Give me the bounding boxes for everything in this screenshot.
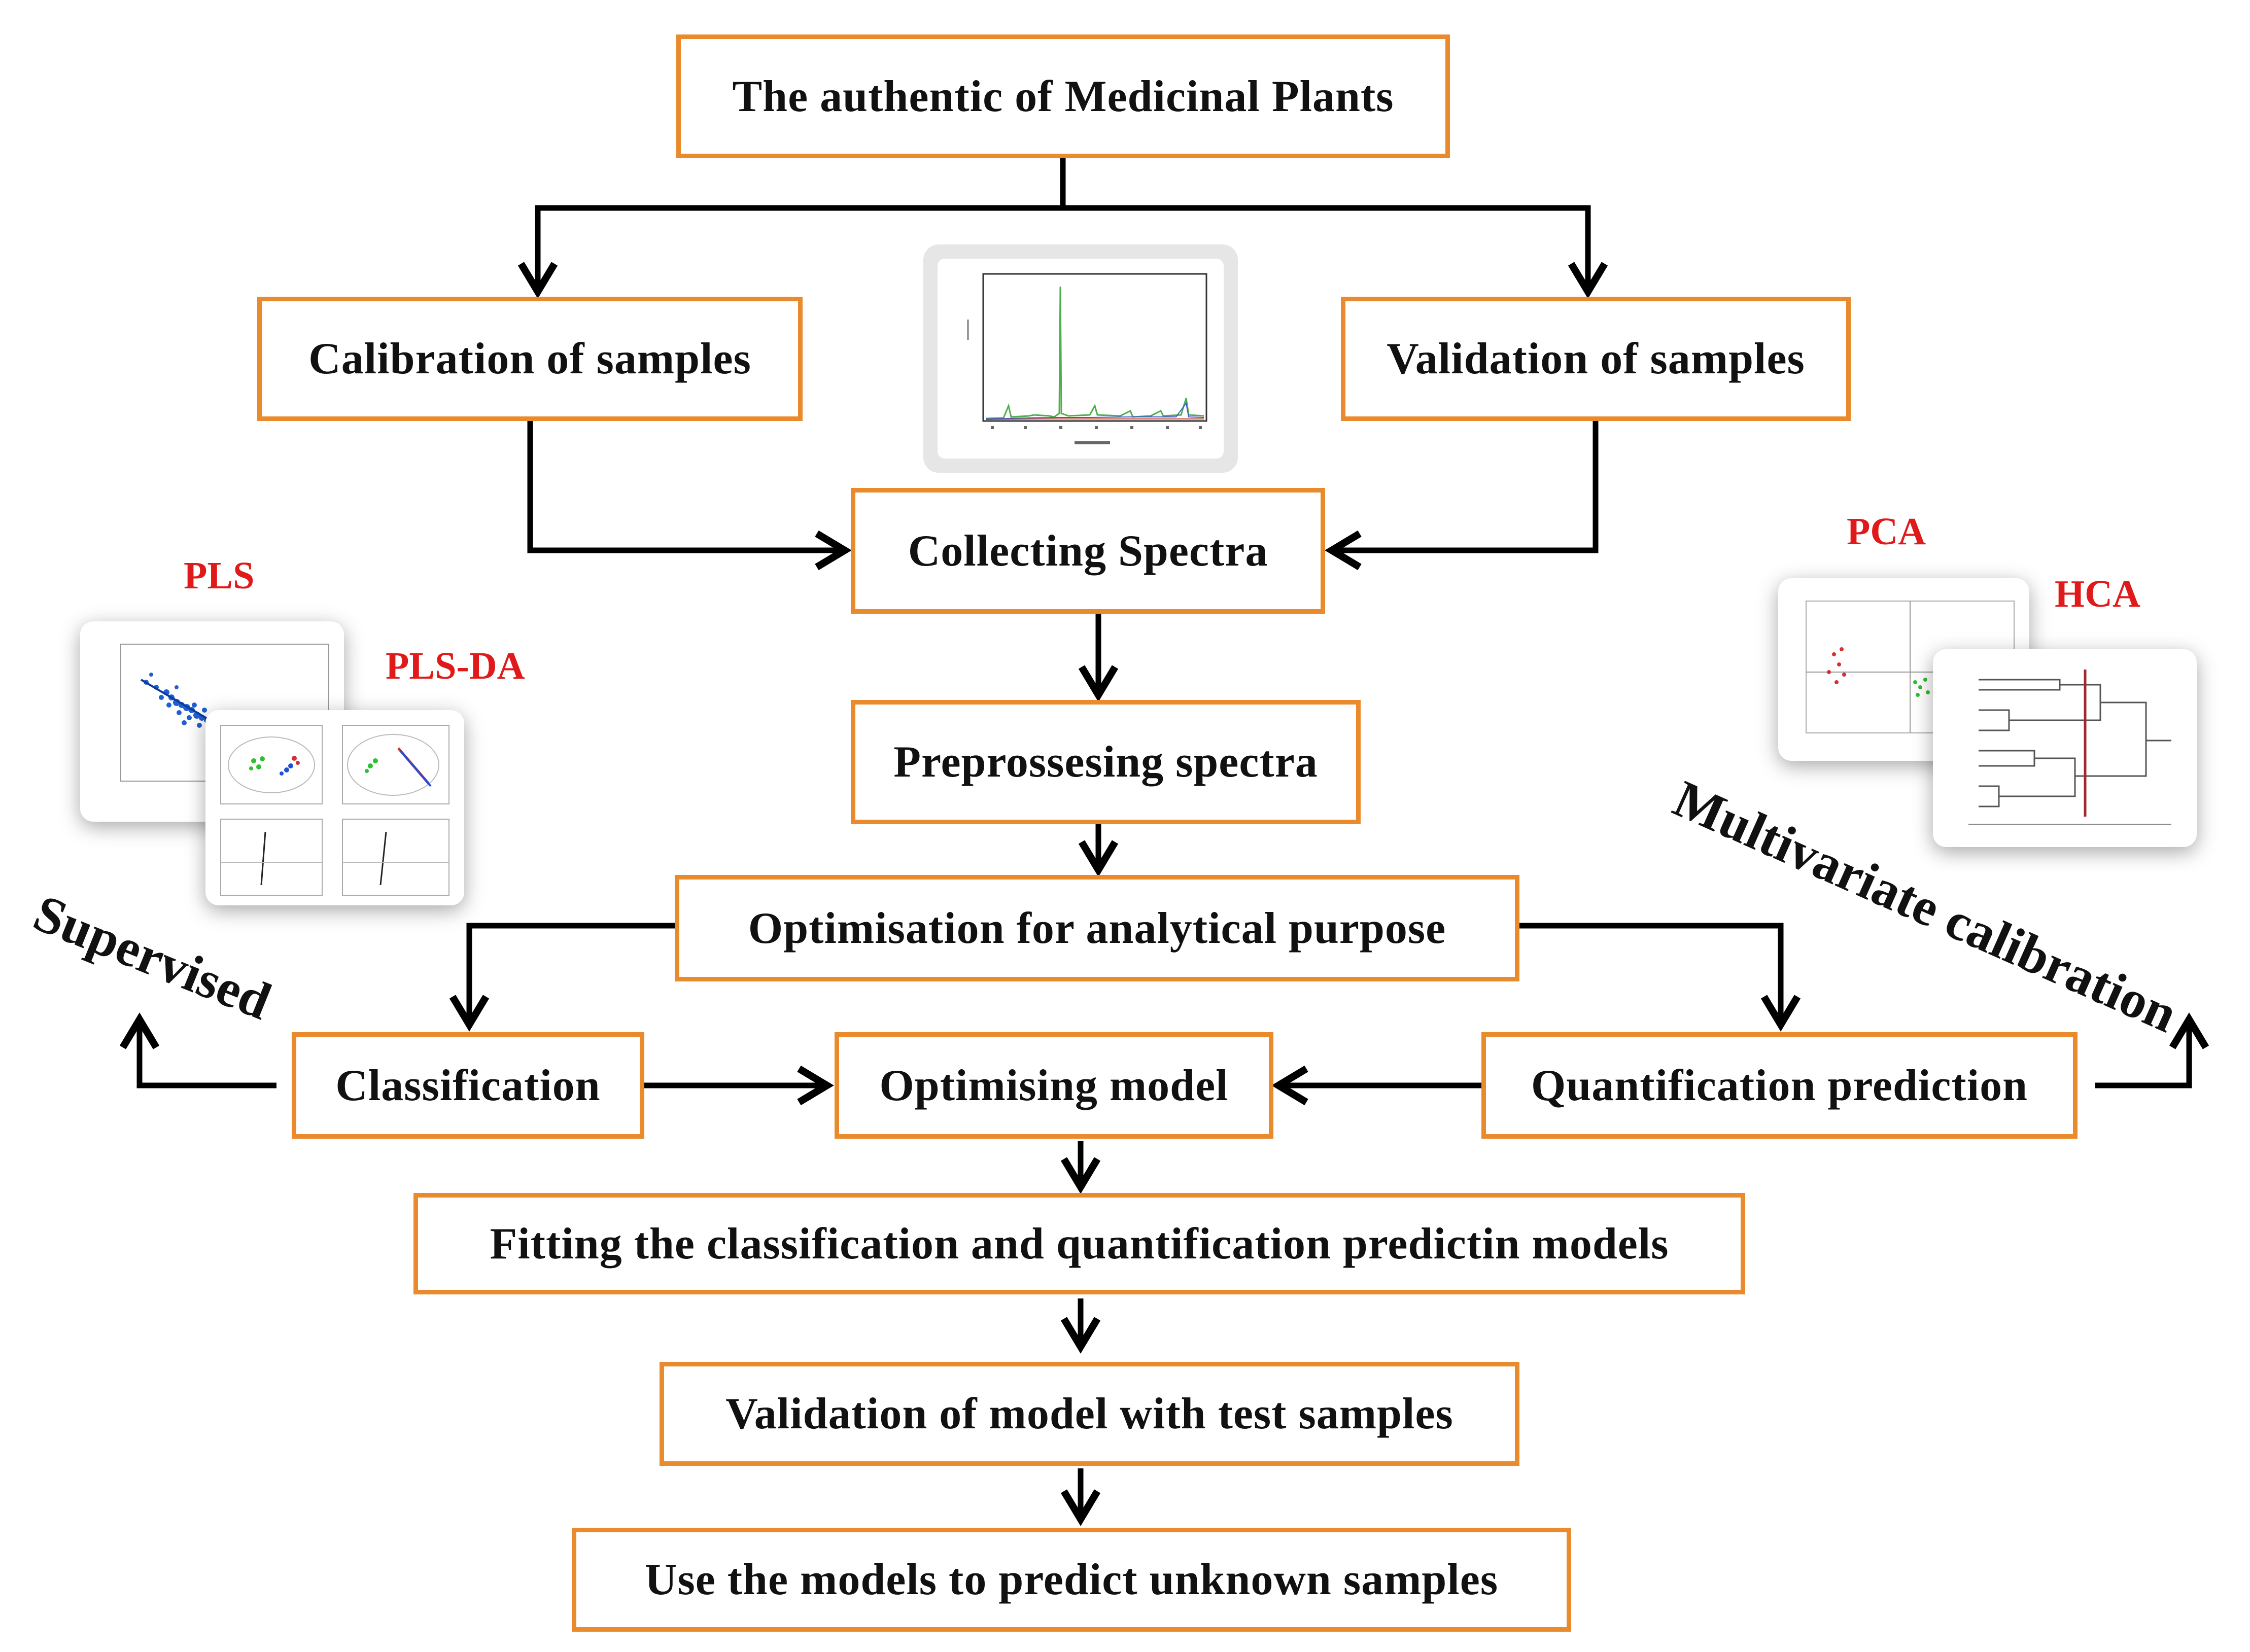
box-preprocessing-spectra: Preprossesing spectra <box>851 700 1361 824</box>
arrow-to-classification <box>449 923 677 1032</box>
box-fitting-models: Fitting the classification and quantific… <box>413 1193 1745 1294</box>
box-validation-of-samples: Validation of samples <box>1341 297 1851 421</box>
arrow-calibration-to-collecting <box>527 421 852 571</box>
box-optimising-model: Optimising model <box>835 1032 1273 1139</box>
arrow-to-validation <box>1063 205 1608 299</box>
arrow-to-quantification <box>1519 923 1801 1032</box>
arrow-to-supervised <box>119 1012 276 1088</box>
arrow-validation-to-collecting <box>1325 421 1599 571</box>
box-classification: Classification <box>292 1032 644 1139</box>
box-use-models-predict: Use the models to predict unknown sample… <box>572 1528 1571 1632</box>
arrow-to-multivariate <box>2095 1012 2209 1088</box>
hca-dendrogram-thumbnail <box>1933 649 2197 847</box>
box-optimisation-analytical-purpose: Optimisation for analytical purpose <box>675 875 1519 981</box>
arrow-to-calibration <box>517 205 1063 299</box>
box-quantification-prediction: Quantification prediction <box>1481 1032 2078 1139</box>
box-validation-of-model: Validation of model with test samples <box>660 1362 1519 1466</box>
pls-da-plot-thumbnail <box>205 710 464 905</box>
spectrum-thumbnail-frame <box>923 244 1238 473</box>
box-calibration-of-samples: Calibration of samples <box>257 297 803 421</box>
label-hca: HCA <box>2055 573 2140 615</box>
label-pca: PCA <box>1847 510 1926 553</box>
box-collecting-spectra: Collecting Spectra <box>851 488 1325 614</box>
label-pls-da: PLS-DA <box>386 645 525 687</box>
box-authentic-medicinal-plants: The authentic of Medicinal Plants <box>676 34 1450 158</box>
label-pls: PLS <box>184 554 255 597</box>
spectrum-chart-image <box>967 273 1207 444</box>
